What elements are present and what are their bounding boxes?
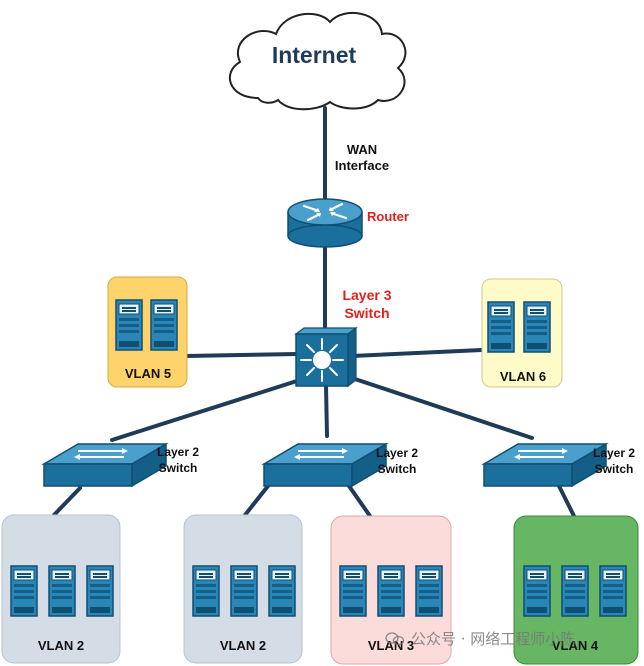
link-l3switch-vlan5	[184, 352, 299, 358]
vlan2-group-mid: VLAN 2	[183, 514, 303, 664]
link-l3switch-l2switch-mid	[324, 384, 329, 438]
watermark-text: 公众号 · 网络工程师小陈	[411, 630, 576, 648]
vlan2-group-left: VLAN 2	[1, 514, 121, 664]
layer3-switch-label-line1: Layer 3	[342, 287, 391, 303]
server-icon	[10, 565, 38, 617]
server-icon	[561, 565, 589, 617]
link-l3switch-l2switch-right	[350, 376, 534, 440]
vlan2-label: VLAN 2	[220, 638, 266, 653]
server-icon	[523, 565, 551, 617]
server-icon	[86, 565, 114, 617]
layer2-switch-icon	[263, 443, 387, 487]
server-icon	[230, 565, 258, 617]
vlan3-label: VLAN 3	[368, 638, 414, 653]
layer3-switch: Layer 3 Switch	[294, 287, 392, 388]
internet-cloud: Internet	[229, 12, 407, 111]
layer2-switch-icon	[43, 443, 167, 487]
link-l2mid-vlan3	[347, 484, 372, 518]
server-icon	[268, 565, 296, 617]
link-l2mid-vlan2b	[243, 484, 270, 517]
internet-label: Internet	[272, 42, 357, 68]
layer2-switch-mid: Layer 2 Switch	[263, 443, 418, 487]
server-icon	[339, 565, 367, 617]
server-icon	[192, 565, 220, 617]
cloud-icon	[229, 12, 407, 111]
router-label: Router	[367, 209, 409, 224]
wan-label-line2: Interface	[335, 158, 389, 173]
vlan6-group: VLAN 6	[481, 278, 563, 388]
link-l2right-vlan4	[557, 484, 576, 518]
watermark: 公众号 · 网络工程师小陈	[385, 628, 575, 649]
link-l3switch-vlan6	[350, 348, 484, 358]
layer2-switch-left: Layer 2 Switch	[43, 443, 199, 487]
wan-label-line1: WAN	[347, 142, 377, 157]
layer3-switch-icon	[294, 326, 358, 388]
layer2-switch-right-label-line2: Switch	[595, 462, 634, 476]
router-icon	[287, 198, 363, 248]
vlan6-label: VLAN 6	[500, 369, 546, 384]
server-icon	[115, 299, 143, 351]
server-icon	[377, 565, 405, 617]
network-links	[52, 106, 576, 518]
layer2-switch-icon	[483, 443, 607, 487]
server-icon	[599, 565, 627, 617]
server-icon	[48, 565, 76, 617]
layer2-switch-mid-label-line2: Switch	[378, 462, 417, 476]
wechat-icon	[385, 632, 405, 646]
server-icon	[415, 565, 443, 617]
router: Router	[287, 198, 409, 248]
server-icon	[487, 301, 515, 353]
vlan3-group: VLAN 3	[330, 515, 452, 665]
layer2-switch-right-label-line1: Layer 2	[593, 446, 635, 460]
server-icon	[150, 299, 178, 351]
layer3-switch-label-line2: Switch	[344, 305, 389, 321]
layer2-switch-left-label-line2: Switch	[159, 461, 198, 475]
vlan5-label: VLAN 5	[125, 366, 171, 381]
vlan4-label: VLAN 4	[552, 638, 599, 653]
vlan5-group: VLAN 5	[107, 276, 188, 388]
layer2-switch-left-label-line1: Layer 2	[157, 445, 199, 459]
link-l2left-vlan2a	[52, 486, 82, 517]
layer2-switch-right: Layer 2 Switch	[483, 443, 635, 487]
vlan2-label: VLAN 2	[38, 638, 84, 653]
server-icon	[523, 301, 551, 353]
layer2-switch-mid-label-line1: Layer 2	[376, 446, 418, 460]
link-l3switch-l2switch-left	[110, 378, 302, 442]
vlan4-group: VLAN 4	[513, 515, 639, 665]
